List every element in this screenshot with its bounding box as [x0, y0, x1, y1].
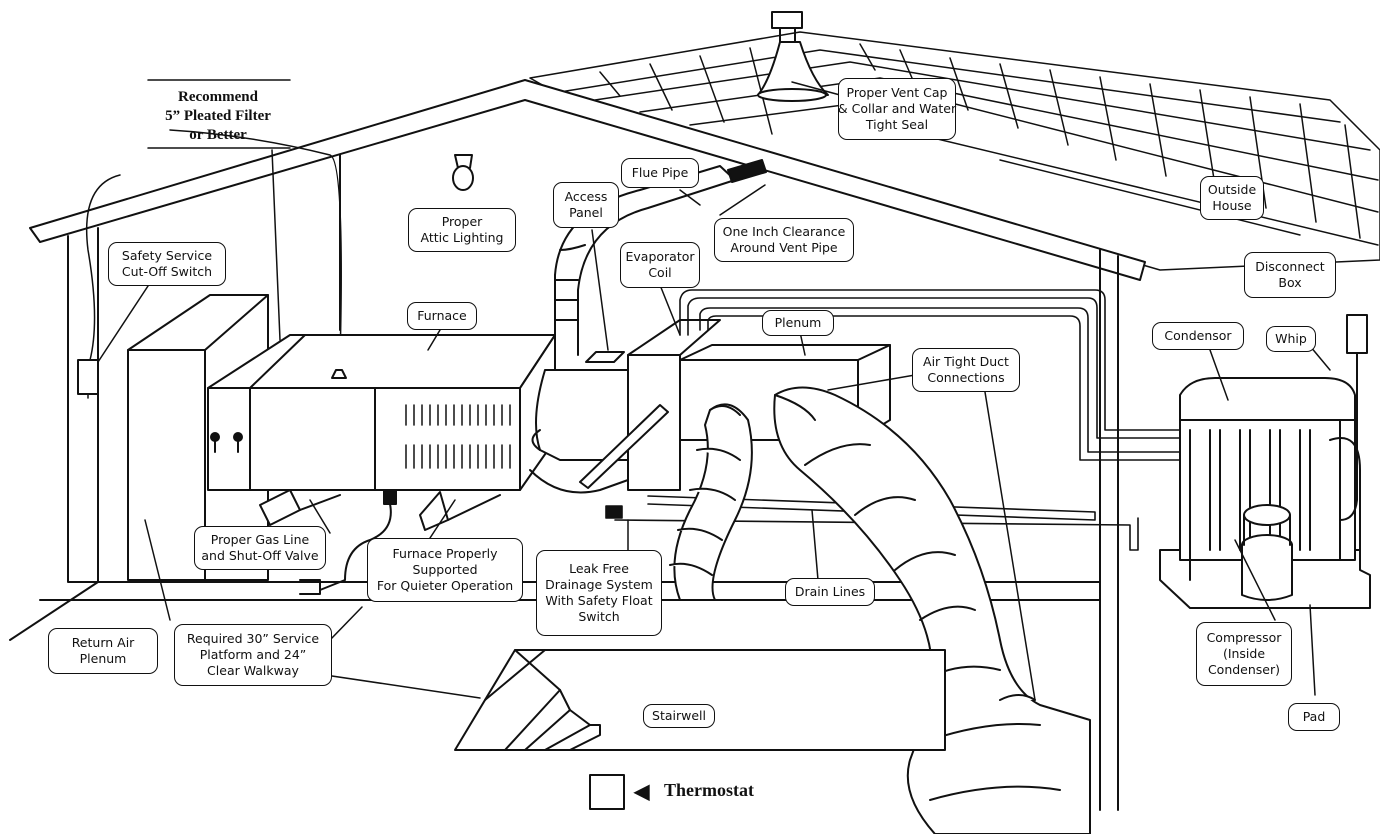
roof-shingles — [530, 32, 1380, 270]
supply-elbow — [530, 352, 628, 493]
switch-box — [78, 360, 98, 394]
condenser-drawing — [1160, 378, 1370, 608]
label-condensor: Condensor — [1152, 322, 1244, 350]
thermostat-label: Thermostat — [664, 780, 754, 801]
stairwell-drawing — [455, 650, 945, 750]
label-stairwell: Stairwell — [643, 704, 715, 728]
label-drain-lines: Drain Lines — [785, 578, 875, 606]
attic-light — [453, 155, 473, 190]
thermostat-box — [590, 775, 624, 809]
label-whip: Whip — [1266, 326, 1316, 352]
thermostat-arrow-icon: ◀ — [634, 779, 649, 804]
flex-ducts — [670, 388, 1090, 834]
label-plenum: Plenum — [762, 310, 834, 336]
label-pad: Pad — [1288, 703, 1340, 731]
label-flue-pipe: Flue Pipe — [621, 158, 699, 188]
label-furnace: Furnace — [407, 302, 477, 330]
